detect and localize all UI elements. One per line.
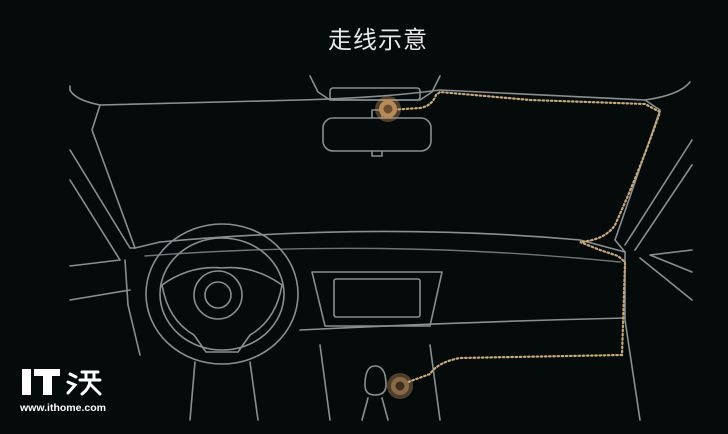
steering-hub-outer [193, 270, 243, 320]
steering-wheel-spokes [161, 266, 283, 353]
dashboard-lower [299, 317, 626, 331]
diagram-title: 走线示意 [328, 26, 428, 54]
watermark-site: www.ithome.com [20, 402, 106, 414]
wire-route [388, 90, 662, 387]
roof-right-edge [644, 81, 691, 101]
console-lower-right [429, 344, 441, 421]
dashcam-icon [375, 96, 401, 122]
console-lower-left [319, 344, 331, 421]
right-door-line [639, 249, 693, 301]
mirror-mount-plate [329, 87, 421, 101]
dashboard-top [159, 230, 626, 253]
steering-column [189, 361, 259, 421]
center-screen [333, 278, 421, 318]
steering-wheel-outer [145, 223, 299, 365]
rearview-mirror [322, 117, 432, 152]
a-pillar-left-outer [91, 104, 161, 249]
center-console-frame [311, 271, 443, 327]
dashboard-inner-line [144, 247, 621, 263]
windshield-top-line [69, 89, 646, 106]
power-adapter-icon [387, 373, 413, 399]
a-pillar-right-outer [614, 99, 661, 253]
dashboard-side-left [124, 259, 141, 356]
left-door-line [69, 179, 131, 301]
a-pillar-left-inner [69, 149, 136, 249]
steering-hub-inner [204, 281, 232, 309]
gear-shift [364, 365, 387, 396]
steering-wheel-inner [159, 237, 285, 351]
dashboard-right-drop [624, 251, 641, 421]
gear-base [361, 397, 389, 421]
a-pillar-right-inner [624, 139, 693, 251]
ithome-logo-icon [22, 369, 102, 396]
